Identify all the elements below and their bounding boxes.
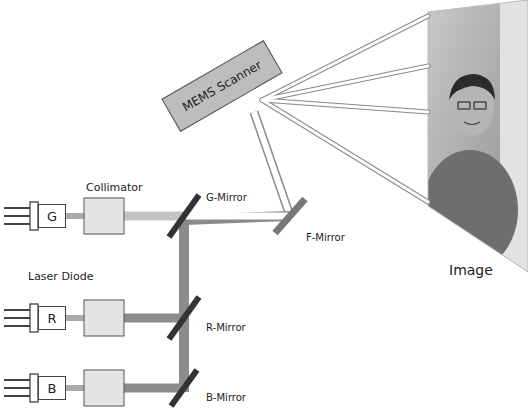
green-beam: [124, 212, 184, 221]
r-mirror: [169, 297, 199, 339]
g-mirror: [169, 195, 199, 237]
person-hair: [449, 74, 495, 100]
mirror-label: B-Mirror: [206, 392, 246, 403]
person-mouth: [464, 122, 480, 125]
scan-beam: [262, 100, 428, 202]
laser-link: [66, 213, 84, 219]
pin: [4, 317, 30, 319]
b-mirror: [171, 370, 197, 406]
glasses-right: [474, 102, 486, 109]
f-mirror: [275, 199, 305, 233]
scan-beams: [262, 16, 428, 202]
mirror-label: G-Mirror: [206, 192, 247, 203]
scan-beam: [262, 16, 428, 100]
mirrors: [169, 195, 199, 406]
fold-beam-outline: [254, 112, 290, 216]
pin: [4, 215, 30, 217]
flange: [30, 202, 38, 230]
fold-beam: [254, 112, 290, 216]
scan-beam: [262, 100, 428, 202]
pin: [4, 223, 30, 225]
combined-beam-outline: [184, 216, 290, 220]
node-text: MEMS Scanner: [180, 58, 264, 115]
laser-pins: [4, 208, 30, 396]
pin: [4, 387, 30, 389]
red-beam: [124, 314, 184, 323]
flange: [30, 304, 38, 332]
mems-scanner-box: MEMS Scanner: [161, 40, 282, 132]
collimator-lens: [84, 370, 124, 406]
combined-beam: [186, 213, 290, 220]
pin: [4, 395, 30, 397]
laser-link: [66, 315, 84, 321]
scan-beam: [262, 100, 428, 112]
scan-beam: [262, 66, 428, 100]
image-frame: [428, 0, 528, 272]
laser-flanges: [30, 202, 38, 402]
node-text: G: [47, 209, 57, 224]
scan-beam-core: [262, 16, 428, 202]
pin: [4, 325, 30, 327]
laser-diode-box: G: [38, 204, 66, 228]
part-label: Laser Diode: [28, 270, 93, 283]
part-label: Collimator: [86, 181, 143, 194]
flange: [30, 374, 38, 402]
laser-links: [66, 216, 84, 388]
collimators: [84, 198, 124, 406]
laser-link: [66, 385, 84, 391]
glasses-left: [458, 102, 470, 109]
laser-diode-box: R: [38, 306, 66, 330]
pin: [4, 309, 30, 311]
combined-beam-vertical: [179, 216, 189, 392]
scan-beam: [262, 16, 428, 100]
pin: [4, 379, 30, 381]
collimator-lens: [84, 198, 124, 234]
blue-beam: [124, 384, 184, 393]
scan-beam: [262, 66, 428, 100]
laser-diode-box: B: [38, 376, 66, 400]
projected-image: [422, 0, 528, 272]
image-label: Image: [449, 262, 493, 278]
pin: [4, 207, 30, 209]
mirror-label: F-Mirror: [306, 232, 345, 243]
person-body: [422, 150, 518, 270]
scan-beam-outline: [262, 16, 428, 202]
mirror-label: R-Mirror: [206, 322, 246, 333]
node-text: B: [48, 381, 57, 396]
node-text: R: [47, 311, 56, 326]
scan-beam: [262, 100, 428, 112]
collimator-lens: [84, 300, 124, 336]
